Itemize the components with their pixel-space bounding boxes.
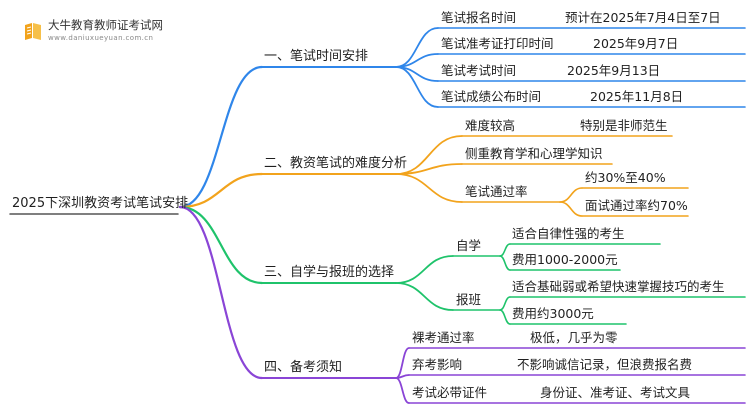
b3-g2-1-connector: [499, 296, 511, 311]
b2-child-3-connector: [395, 173, 463, 203]
b3-item-1-value-1: 适合自律性强的考生: [512, 226, 625, 241]
b1-item-3-value: 2025年9月13日: [567, 63, 661, 78]
b3-g1-2-connector: [499, 255, 511, 271]
branch-3-label: 三、自学与报班的选择: [264, 265, 395, 280]
b4-child-1-connector: [395, 347, 410, 379]
book-icon: [25, 23, 41, 40]
b3-child-1-connector: [395, 255, 454, 284]
b3-item-2-value-2: 费用约3000元: [512, 306, 594, 321]
b1-item-2-value: 2025年9月7日: [593, 36, 679, 51]
site-logo: 大牛教育教师证考试网 www.daniuxueyuan.com.cn: [14, 14, 163, 50]
b1-item-2-label: 笔试准考证打印时间: [441, 36, 554, 51]
branch-4-label: 四、备考须知: [264, 360, 343, 375]
b4-item-3-value: 身份证、准考证、考试文具: [540, 385, 691, 400]
b1-item-1-value: 预计在2025年7月4日至7日: [565, 10, 721, 25]
b3-item-2-value-1: 适合基础弱或希望快速掌握技巧的考生: [512, 279, 725, 294]
b1-child-4-connector: [395, 66, 439, 108]
b4-item-3-label: 考试必带证件: [412, 385, 488, 400]
b4-item-1-value: 极低，几乎为零: [530, 330, 618, 345]
b2-item-3-label: 笔试通过率: [465, 184, 528, 199]
b2-child-2-connector: [395, 163, 463, 175]
b3-item-1-label: 自学: [456, 238, 482, 253]
b2-grandchild-2-connector: [559, 201, 583, 217]
b3-item-2-label: 报班: [456, 292, 482, 307]
b2-item-3-value-2: 面试通过率约70%: [585, 198, 688, 213]
b3-item-1-value-2: 费用1000-2000元: [512, 252, 618, 267]
b2-item-3-value-1: 约30%至40%: [585, 170, 666, 185]
b2-item-1-label: 难度较高: [465, 118, 516, 133]
b4-item-2-label: 弃考影响: [412, 357, 463, 372]
logo-site-name: 大牛教育教师证考试网: [48, 18, 163, 32]
branch-2-connector: [178, 172, 264, 209]
logo-site-url: www.daniuxueyuan.com.cn: [48, 34, 154, 42]
b2-grandchild-1-connector: [559, 187, 583, 203]
branch-2-label: 二、教资笔试的难度分析: [264, 156, 408, 171]
b3-g1-1-connector: [499, 243, 511, 257]
b4-item-1-label: 裸考通过率: [412, 330, 475, 345]
branch-1-connector: [178, 65, 264, 209]
branch-4-connector: [178, 205, 264, 380]
b1-item-4-value: 2025年11月8日: [590, 89, 684, 104]
b3-g2-2-connector: [499, 309, 511, 325]
branch-1-label: 一、笔试时间安排: [264, 49, 369, 64]
b4-child-3-connector: [395, 377, 410, 404]
b1-item-3-label: 笔试考试时间: [441, 63, 517, 78]
root-topic: 2025下深圳教资考试笔试安排: [12, 196, 189, 211]
b2-item-1-value: 特别是非师范生: [580, 118, 668, 133]
b3-child-2-connector: [395, 282, 454, 311]
b1-item-4-label: 笔试成绩公布时间: [441, 89, 542, 104]
b2-item-2-label: 侧重教育学和心理学知识: [465, 146, 603, 161]
b1-item-1-label: 笔试报名时间: [441, 10, 517, 25]
b4-item-2-value: 不影响诚信记录，但浪费报名费: [517, 357, 693, 372]
branch-3-connector: [178, 205, 264, 285]
